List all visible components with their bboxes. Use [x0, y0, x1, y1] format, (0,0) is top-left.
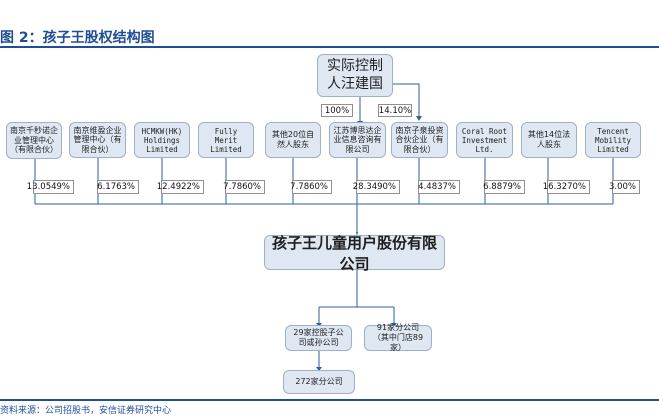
company-box: 孩子王儿童用户股份有限公司 — [264, 234, 445, 273]
shareholder-box: 南京子泉投资合伙企业（有限合伙） — [391, 122, 448, 158]
controller-link-label-100: 100% — [321, 104, 353, 117]
source-footer: 资料来源：公司招股书，安信证券研究中心 — [0, 406, 172, 416]
holding-subsidiaries-box: 29家控股子公司或孙公司 — [285, 325, 352, 351]
controller-line2: 人汪建国 — [327, 75, 383, 92]
shareholder-box: 江苏博思达企业信息咨询有限公司 — [329, 122, 386, 158]
share-percentage: 13.0549% — [27, 180, 74, 194]
shareholder-box: 其他14位法人股东 — [521, 122, 577, 158]
share-percentage: 6.8879% — [483, 180, 525, 194]
share-percentage: 6.1763% — [97, 180, 139, 194]
branch-offices-box: 91家分公司（其中门店89家） — [364, 323, 432, 352]
actual-controller-box: 实际控制 人汪建国 — [317, 54, 393, 97]
figure-title: 图 2：孩子王股权结构图 — [0, 30, 155, 46]
controller-to-ziquan-line — [392, 83, 420, 118]
share-percentage: 4.4837% — [418, 180, 460, 194]
shareholder-box: Tencent Mobility Limited — [585, 122, 641, 158]
controller-link-label-14: 14.10% — [378, 104, 412, 117]
bottom-rule — [0, 399, 659, 401]
share-percentage: 3.00% — [609, 180, 640, 194]
share-percentage: 7.7860% — [290, 180, 332, 194]
share-percentage: 28.3490% — [353, 180, 400, 194]
shareholder-box: 南京维盈企业管理中心（有限合伙） — [69, 122, 126, 158]
shareholder-box: 其他20位自然人股东 — [265, 122, 321, 158]
shareholder-box: 南京千秒诺企业管理中心（有限合伙） — [6, 122, 62, 159]
sub-branch-offices-box: 272家分公司 — [283, 370, 355, 394]
controller-line1: 实际控制 — [327, 58, 383, 74]
share-percentage: 7.7860% — [223, 180, 265, 194]
title-rule — [0, 46, 659, 48]
share-percentage: 12.4922% — [157, 180, 204, 194]
shareholder-box: Coral Root Investment Ltd. — [456, 122, 513, 158]
share-percentage: 16.3270% — [543, 180, 590, 194]
shareholder-box: Fully Merit Limited — [198, 122, 254, 158]
shareholder-box: HCMKW(HK) Holdings Limited — [134, 122, 190, 158]
